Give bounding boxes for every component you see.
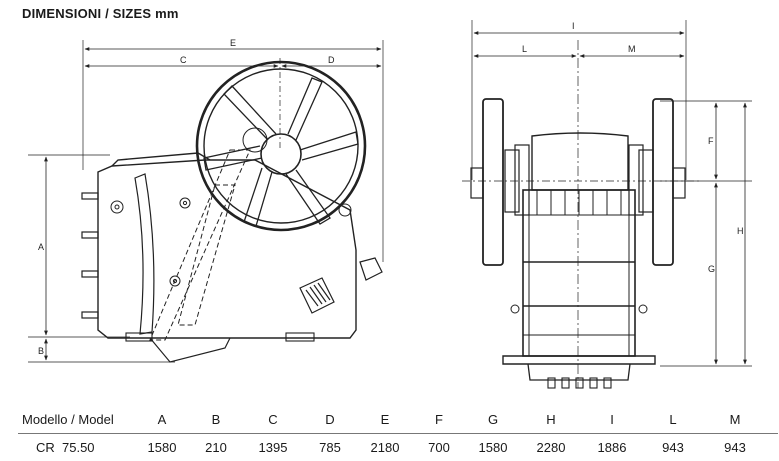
side-view: [28, 40, 384, 363]
header-l: L: [669, 412, 677, 427]
shaft-end-right: [672, 167, 686, 199]
cell-g: 1580: [478, 440, 508, 455]
cell-a: 1580: [147, 440, 177, 455]
cell-d: 785: [319, 440, 341, 455]
front-view: [462, 20, 752, 389]
flywheel-side: [195, 60, 367, 232]
header-m: M: [729, 412, 741, 427]
body-top-rim: [111, 152, 211, 167]
label-i: I: [572, 21, 575, 31]
page-title: DIMENSIONI / SIZES mm: [22, 6, 179, 21]
moving-jaw: [149, 149, 251, 341]
top-housing: [531, 132, 629, 191]
header-h: H: [546, 412, 556, 427]
label-c: C: [180, 55, 187, 65]
header-d: D: [325, 412, 335, 427]
cell-i: 1886: [597, 440, 627, 455]
crusher-body: [97, 159, 357, 339]
shaft-end-left: [470, 167, 484, 199]
base-foot-right: [285, 332, 315, 342]
fixed-jaw: [134, 173, 155, 335]
header-a: A: [157, 412, 167, 427]
side-extension-lines: [28, 40, 384, 363]
base-lower: [527, 363, 631, 381]
cell-m: 943: [724, 440, 746, 455]
header-f: F: [435, 412, 443, 427]
label-b: B: [38, 346, 44, 356]
table-row: CR 75.50 1580 210 1395 785 2180 700 1580…: [0, 440, 779, 460]
label-d: D: [328, 55, 335, 65]
discharge-chute: [149, 337, 231, 363]
label-g: G: [708, 264, 715, 274]
cell-c: 1395: [258, 440, 288, 455]
header-g: G: [487, 412, 499, 427]
rear-bracket: [359, 257, 383, 281]
label-f: F: [708, 136, 714, 146]
front-base: [502, 355, 656, 365]
header-c: C: [268, 412, 278, 427]
bolt-heads: [110, 197, 352, 287]
side-bolts: [510, 304, 648, 314]
header-model: Modello / Model: [22, 412, 114, 427]
flywheel-left: [482, 98, 504, 266]
front-extension-lines: [462, 20, 752, 367]
label-h: H: [737, 226, 744, 236]
label-m: M: [628, 44, 636, 54]
flywheel-right: [652, 98, 674, 266]
label-a: A: [38, 242, 44, 252]
base-bolts: [547, 377, 612, 389]
cell-b: 210: [205, 440, 227, 455]
table-header-row: Modello / Model A B C D E F G H I L M: [0, 412, 779, 432]
table-divider: [18, 433, 778, 434]
cell-h: 2280: [536, 440, 566, 455]
dimension-labels: E C D A B I L M F G H: [38, 21, 744, 356]
adjusting-box: [299, 277, 335, 314]
frame-lugs: [81, 192, 99, 319]
label-l: L: [522, 44, 527, 54]
technical-drawing: E C D A B I L M F G H: [28, 20, 752, 389]
title-unit: mm: [155, 6, 179, 21]
header-i: I: [610, 412, 614, 427]
cell-f: 700: [428, 440, 450, 455]
body-ribs: [523, 190, 635, 356]
header-e: E: [380, 412, 390, 427]
header-b: B: [211, 412, 221, 427]
bearings: [504, 144, 654, 216]
cell-e: 2180: [370, 440, 400, 455]
title-text: DIMENSIONI / SIZES: [22, 6, 152, 21]
base-foot-left: [125, 332, 153, 342]
label-e: E: [230, 38, 236, 48]
cell-model: CR 75.50: [36, 440, 95, 455]
cell-l: 943: [662, 440, 684, 455]
